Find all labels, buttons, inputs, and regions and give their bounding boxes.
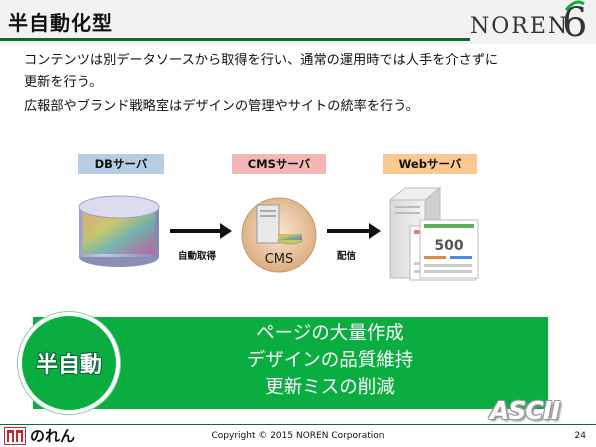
arrow-label-delivery: 配信 [337,251,357,262]
ascii-watermark: ASCII [490,396,560,425]
web-page-thumbnail: 500 [419,219,479,279]
copyright: Copyright © 2015 NOREN Corporation [211,431,385,441]
summary-point: デザインの品質維持 [246,350,414,371]
summary-points: ページの大量作成 デザインの品質維持 更新ミスの削減 [130,320,530,401]
svg-text:500: 500 [434,238,463,254]
body-line-3: 広報部やブランド戦略室はデザインの管理やサイトの統率を行う。 [24,99,419,114]
arrow-label-auto-fetch: 自動取得 [178,251,217,262]
summary-point: ページの大量作成 [256,323,404,344]
page-number: 24 [574,431,586,441]
summary-circle-label: 半自動 [35,353,102,378]
web-server-label: Webサーバ [383,154,477,174]
svg-text:CMS: CMS [265,252,294,267]
noren-logo: NOREN 6 [470,0,588,42]
footer-rule [0,424,596,425]
summary-circle: 半自動 [18,312,120,414]
logo-six-icon: 6 [562,0,587,40]
arrow-right-icon [170,223,232,239]
db-server-label: DBサーバ [78,154,164,174]
title-bar [0,0,596,44]
summary-point: 更新ミスの削減 [265,377,395,398]
title-underline [0,38,470,41]
slide-title: 半自動化型 [8,11,113,35]
noren-mark-icon [4,427,26,445]
footer-logo: のれん [4,426,94,446]
database-icon [78,195,160,267]
footer-brand: のれん [30,427,76,445]
body-line-1: コンテンツは別データソースから取得を行い、通常の運用時では人手を介さずに [24,53,499,68]
cms-server-label: CMSサーバ [232,154,326,174]
arrow-right-icon [327,223,381,239]
cms-server-icon: CMS [241,197,317,273]
svg-text:6: 6 [562,0,587,40]
logo-wordmark: NOREN [470,14,570,39]
body-line-2: 更新を行う。 [24,75,103,90]
